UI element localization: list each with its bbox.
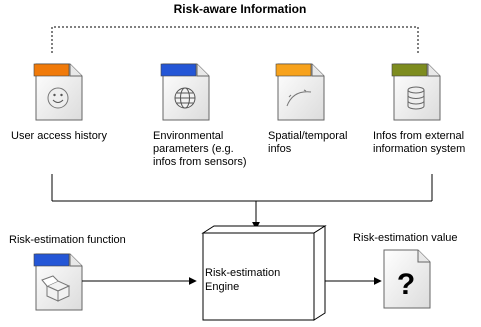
source-doc-external xyxy=(391,63,441,121)
source-doc-environmental xyxy=(160,63,210,121)
source-label-external: Infos from external information system xyxy=(373,130,467,155)
question-mark-icon: ? xyxy=(397,268,415,301)
tab-strip xyxy=(160,63,197,77)
database-icon xyxy=(407,86,425,110)
smiley-face-icon xyxy=(47,87,69,109)
tab-strip xyxy=(33,253,70,267)
engine-box: Risk-estimation Engine xyxy=(201,225,327,321)
source-doc-user-access xyxy=(33,63,83,121)
function-label: Risk-estimation function xyxy=(9,234,126,246)
tab-strip xyxy=(391,63,428,77)
function-doc xyxy=(33,253,83,311)
tab-strip xyxy=(275,63,312,77)
source-doc-spatial xyxy=(275,63,325,121)
source-label-spatial: Spatial/temporal infos xyxy=(268,130,351,155)
page-icon xyxy=(383,249,431,309)
source-label-user-access: User access history xyxy=(11,130,107,142)
engine-label: Risk-estimation Engine xyxy=(205,267,283,293)
value-label: Risk-estimation value xyxy=(353,232,458,244)
value-doc: ? xyxy=(383,249,431,309)
diagram-title: Risk-aware Information xyxy=(174,2,307,16)
globe-icon xyxy=(174,87,196,109)
dotted-bracket xyxy=(51,26,419,53)
open-box-icon xyxy=(41,275,71,302)
tab-strip xyxy=(33,63,70,77)
merge-connector xyxy=(51,174,433,230)
source-label-environmental: Environmental parameters (e.g. infos fro… xyxy=(153,130,247,168)
curve-path-icon xyxy=(286,89,312,107)
